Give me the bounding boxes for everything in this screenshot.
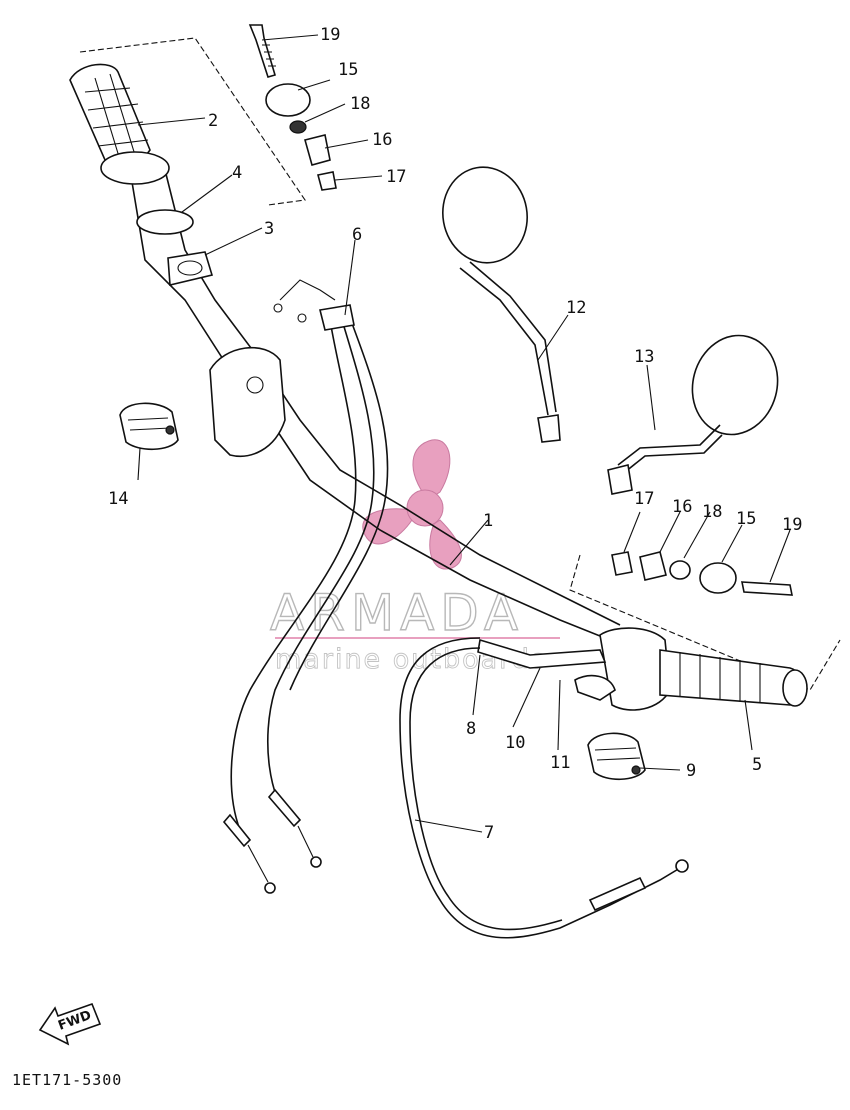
nut-17 bbox=[317, 171, 337, 191]
callout-18: 18 bbox=[350, 94, 370, 114]
callout-9: 9 bbox=[686, 761, 696, 781]
mirror-12 bbox=[442, 166, 561, 443]
callout-17-right: 17 bbox=[634, 489, 654, 509]
fwd-arrow: FWD bbox=[38, 1002, 102, 1046]
watermark: ARMADA marine outboards bbox=[269, 439, 560, 675]
clutch-lever-bracket bbox=[574, 674, 616, 701]
nut-17-right bbox=[611, 551, 633, 576]
left-grip bbox=[69, 63, 170, 185]
clutch-cable-end bbox=[477, 638, 607, 669]
throttle-cable-a bbox=[230, 319, 357, 831]
callout-12: 12 bbox=[566, 298, 586, 318]
callout-6: 6 bbox=[352, 225, 362, 245]
callout-17: 17 bbox=[386, 167, 406, 187]
left-group-bracket bbox=[79, 37, 306, 206]
callout-14: 14 bbox=[108, 489, 128, 509]
callout-2: 2 bbox=[208, 111, 218, 131]
leader-lines bbox=[137, 34, 791, 833]
part-9-switch bbox=[587, 732, 646, 781]
callouts: 1 2 3 4 5 6 7 8 9 10 11 12 13 14 15 16 1… bbox=[108, 25, 802, 843]
callout-4: 4 bbox=[232, 163, 242, 183]
throttle-cables bbox=[222, 279, 389, 894]
callout-19: 19 bbox=[320, 25, 340, 45]
handlebar-tube-top bbox=[129, 169, 611, 641]
left-switch-housing bbox=[209, 346, 286, 457]
right-grip-assembly bbox=[477, 627, 808, 711]
callout-15-right: 15 bbox=[736, 509, 756, 529]
part-14-switch bbox=[119, 402, 179, 451]
bar-end-stack-left bbox=[248, 24, 337, 191]
grip-spacer bbox=[136, 209, 194, 235]
grip-holder bbox=[167, 251, 214, 286]
left-handlebar-assembly bbox=[69, 37, 621, 641]
callout-18-right: 18 bbox=[702, 502, 722, 522]
collar-16-right bbox=[639, 551, 667, 581]
callout-15: 15 bbox=[338, 60, 358, 80]
right-grip bbox=[659, 649, 803, 706]
mirror-13 bbox=[607, 334, 779, 495]
callout-7: 7 bbox=[484, 823, 494, 843]
cap-15-right bbox=[699, 562, 737, 594]
cable-fitting bbox=[319, 304, 355, 331]
collar-16 bbox=[304, 134, 331, 166]
propeller-logo bbox=[362, 439, 462, 570]
callout-13: 13 bbox=[634, 347, 654, 367]
callout-16: 16 bbox=[372, 130, 392, 150]
callout-1: 1 bbox=[483, 511, 493, 531]
callout-8: 8 bbox=[466, 719, 476, 739]
clutch-cable bbox=[399, 637, 689, 939]
callout-16-right: 16 bbox=[672, 497, 692, 517]
bar-end-stack-right bbox=[569, 551, 841, 691]
watermark-brand: ARMADA bbox=[270, 584, 524, 642]
callout-19-right: 19 bbox=[782, 515, 802, 535]
clutch-cable-line bbox=[399, 637, 686, 939]
throttle-cable-b bbox=[266, 319, 375, 821]
document-code: 1ET171-5300 bbox=[12, 1071, 122, 1089]
bolt-19-right bbox=[741, 581, 793, 596]
washer-18 bbox=[289, 120, 307, 134]
callout-5: 5 bbox=[752, 755, 762, 775]
washer-18-right bbox=[669, 560, 691, 580]
bolt-19 bbox=[248, 24, 276, 78]
callout-10: 10 bbox=[505, 733, 525, 753]
cap-15 bbox=[265, 83, 311, 117]
callout-11: 11 bbox=[550, 753, 570, 773]
callout-3: 3 bbox=[264, 219, 274, 239]
